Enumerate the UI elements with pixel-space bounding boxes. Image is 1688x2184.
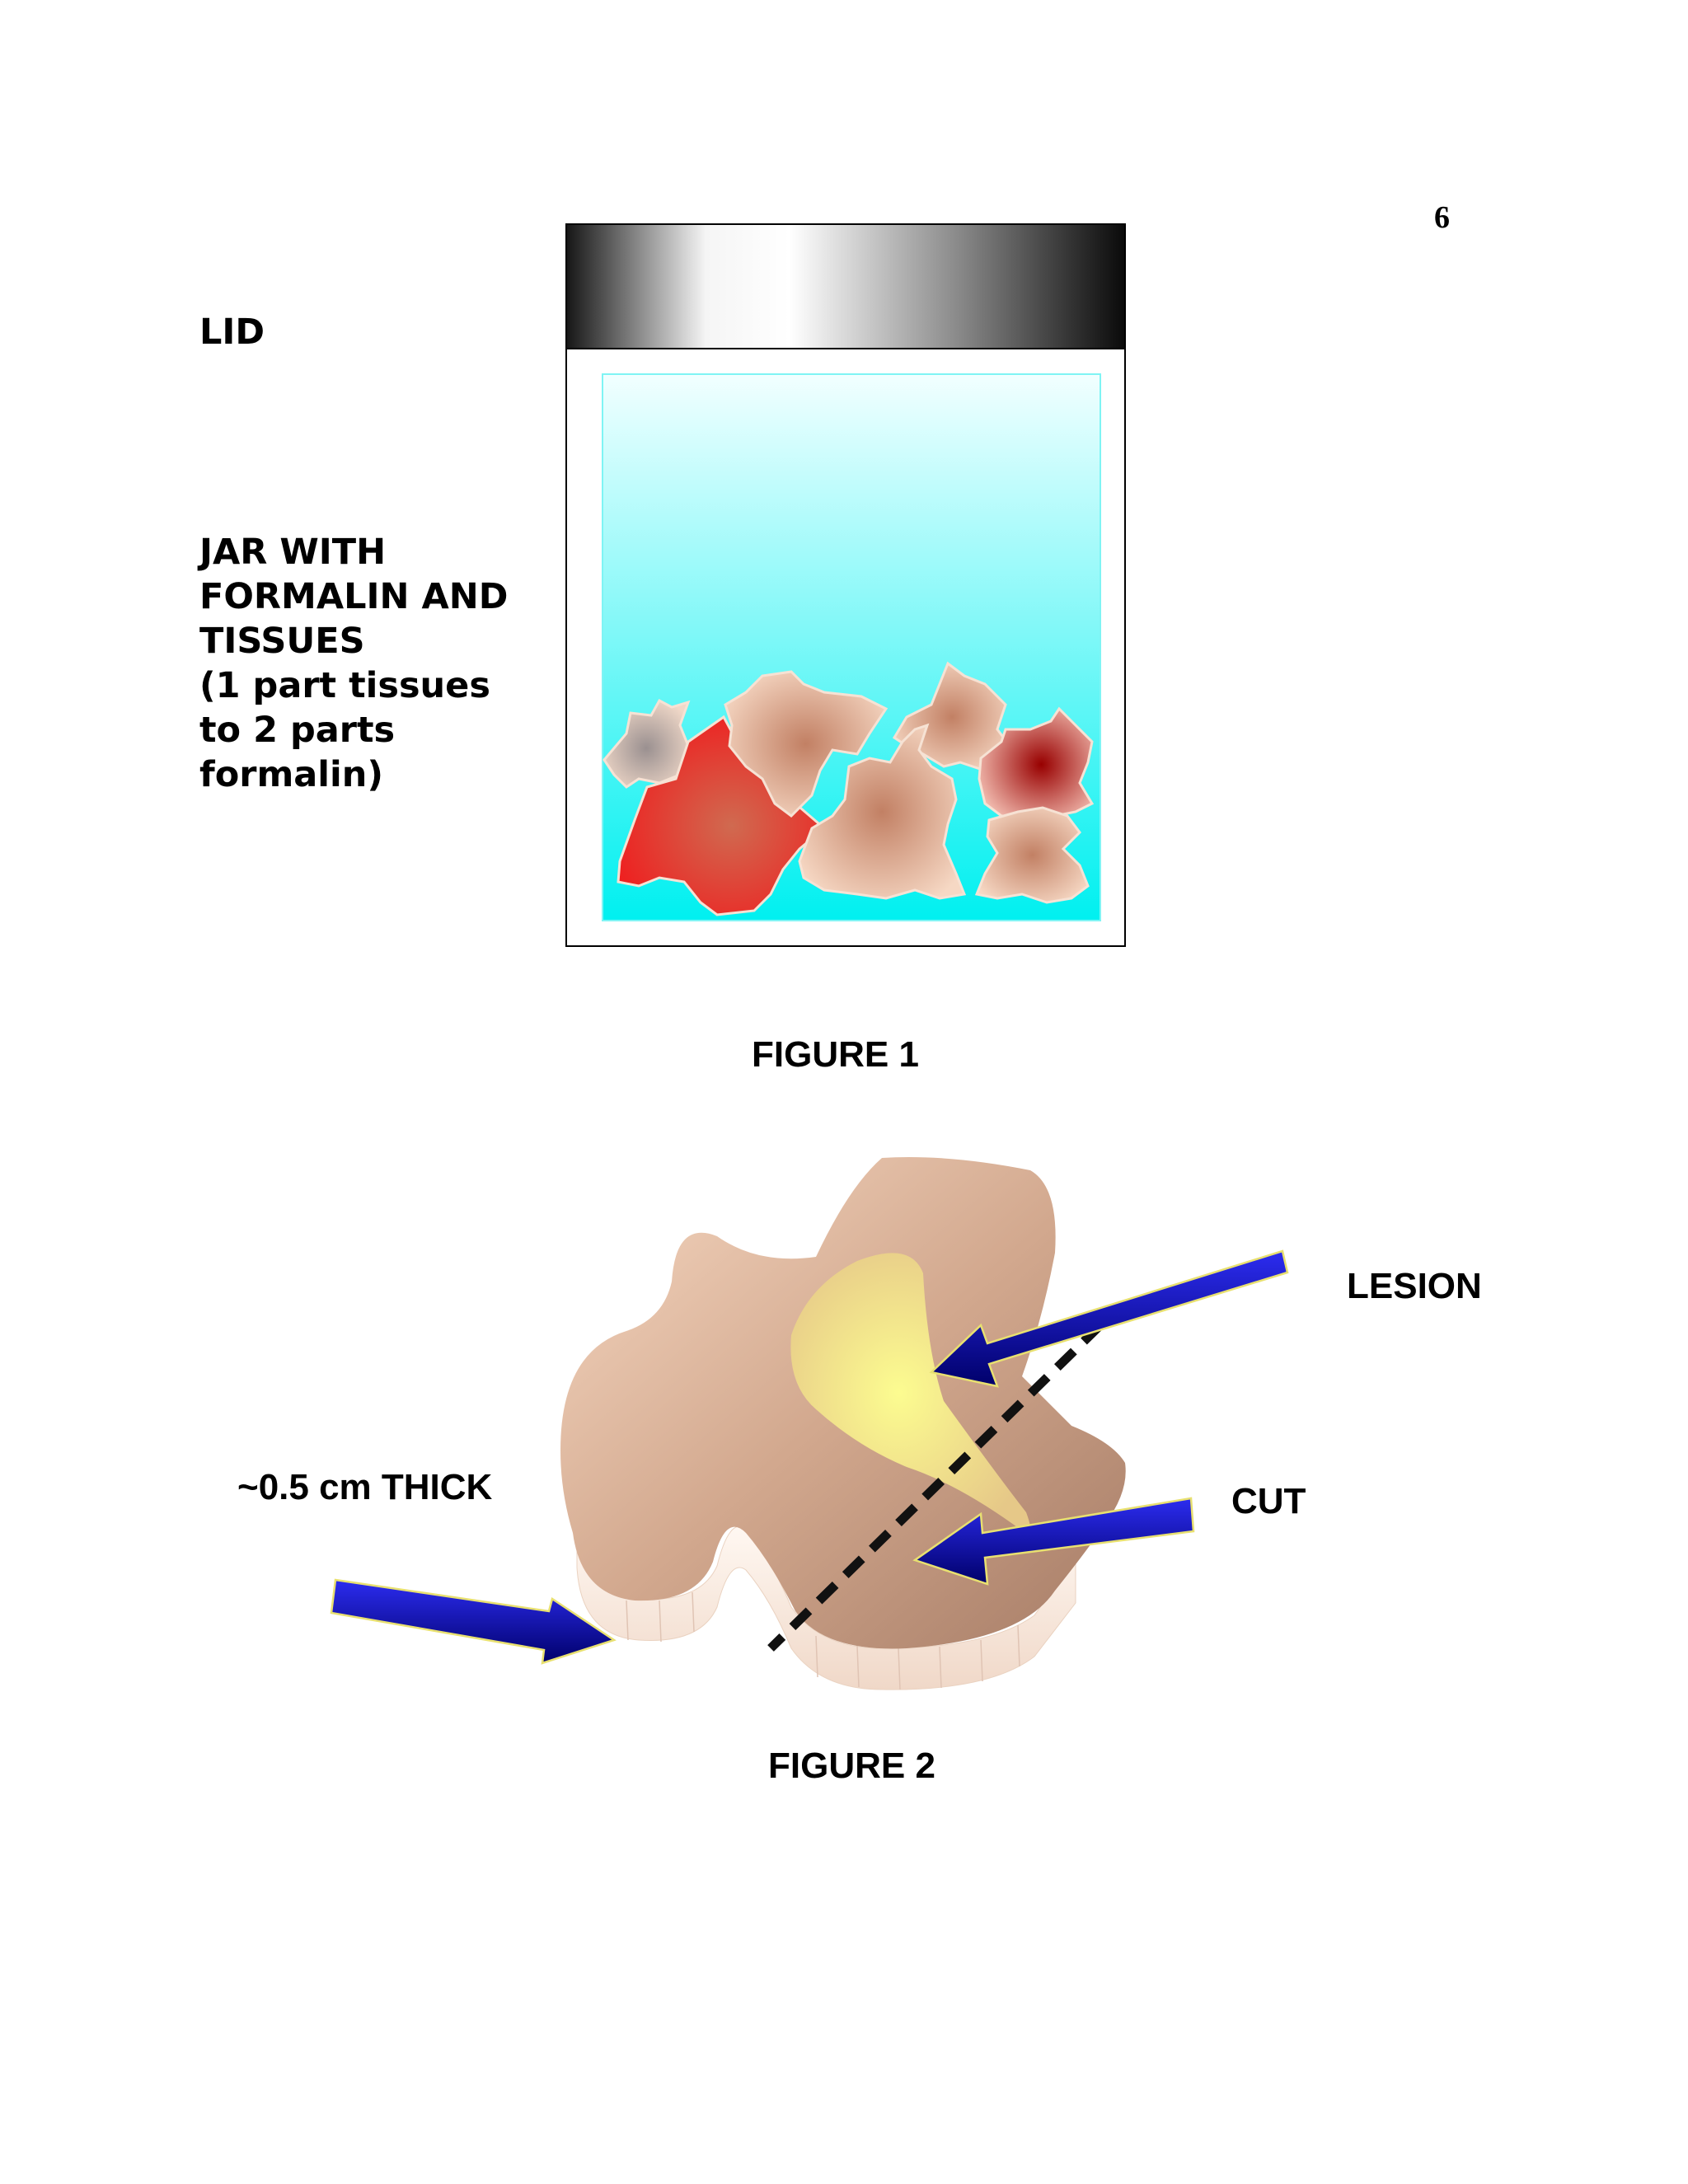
- jar-label-line: formalin): [199, 754, 384, 795]
- cut-arrow: [912, 1497, 1195, 1586]
- figure-2-caption: FIGURE 2: [768, 1746, 935, 1786]
- page-number: 6: [1434, 200, 1450, 235]
- thickness-label: ~0.5 cm THICK: [237, 1467, 493, 1507]
- specimen-jar: [565, 223, 1126, 947]
- jar-label-line: FORMALIN AND: [199, 576, 509, 617]
- jar-label-line: to 2 parts: [199, 710, 396, 751]
- figure-1-caption: FIGURE 1: [752, 1034, 919, 1075]
- lesion-label: LESION: [1347, 1266, 1482, 1306]
- tissue-pieces: [603, 661, 1095, 916]
- tissue-piece-tan-3: [798, 723, 967, 900]
- tissue-piece-tan-1: [724, 670, 889, 818]
- tissue-piece-tan-4: [974, 806, 1090, 904]
- tissue-piece-tan-2: [892, 661, 1011, 772]
- tissue-slice-edge-lines: [626, 1591, 1020, 1690]
- jar-label-line: TISSUES: [199, 621, 365, 662]
- jar-label-line: JAR WITH: [199, 532, 387, 573]
- lesion-area: [790, 1253, 1030, 1533]
- jar-label-line: (1 part tissues: [199, 665, 490, 706]
- cut-line: [767, 1322, 1104, 1652]
- cut-label: CUT: [1231, 1481, 1306, 1521]
- tissue-piece-grey: [603, 698, 691, 789]
- jar-lid: [565, 223, 1126, 349]
- jar-label: JAR WITH FORMALIN AND TISSUES (1 part ti…: [199, 530, 508, 797]
- lesion-arrow: [929, 1249, 1289, 1388]
- thickness-arrow: [330, 1578, 617, 1665]
- tissue-slice: [560, 1157, 1126, 1690]
- lid-label: LID: [199, 312, 265, 353]
- tissue-piece-red: [617, 715, 827, 916]
